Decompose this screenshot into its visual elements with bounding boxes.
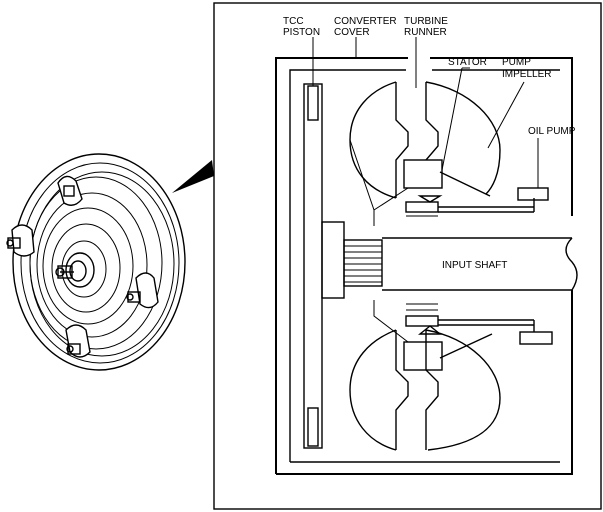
label-stator: STATOR xyxy=(448,57,487,68)
label-converter-cover-line2: COVER xyxy=(334,27,370,38)
label-pump-impeller-line1: PUMP xyxy=(502,57,531,68)
upper-torus xyxy=(349,81,501,226)
tcc-piston xyxy=(303,83,323,449)
input-shaft xyxy=(382,237,572,291)
callout-pointer-icon xyxy=(172,160,214,193)
label-turbine-runner-line2: RUNNER xyxy=(404,27,447,38)
stator-lower-hardware xyxy=(405,303,553,345)
label-tcc-piston-line2: PISTON xyxy=(283,27,320,38)
label-oil-pump: OIL PUMP xyxy=(528,126,576,137)
leader-lines xyxy=(312,37,539,188)
label-tcc-piston-line1: TCC xyxy=(283,16,304,27)
oil-pump-lower xyxy=(519,331,553,345)
label-pump-impeller-line2: IMPELLER xyxy=(502,69,551,80)
lower-torus xyxy=(349,300,501,451)
spline-lines xyxy=(344,245,382,283)
converter-illustration-icon xyxy=(6,153,186,371)
converter-cover xyxy=(275,57,573,475)
oil-pump-upper xyxy=(517,187,549,201)
label-turbine-runner-line1: TURBINE xyxy=(404,16,448,27)
detail-frame xyxy=(213,2,602,510)
label-input-shaft: INPUT SHAFT xyxy=(442,260,507,271)
stator-upper-hardware xyxy=(405,187,549,217)
label-converter-cover-line1: CONVERTER xyxy=(334,16,397,27)
